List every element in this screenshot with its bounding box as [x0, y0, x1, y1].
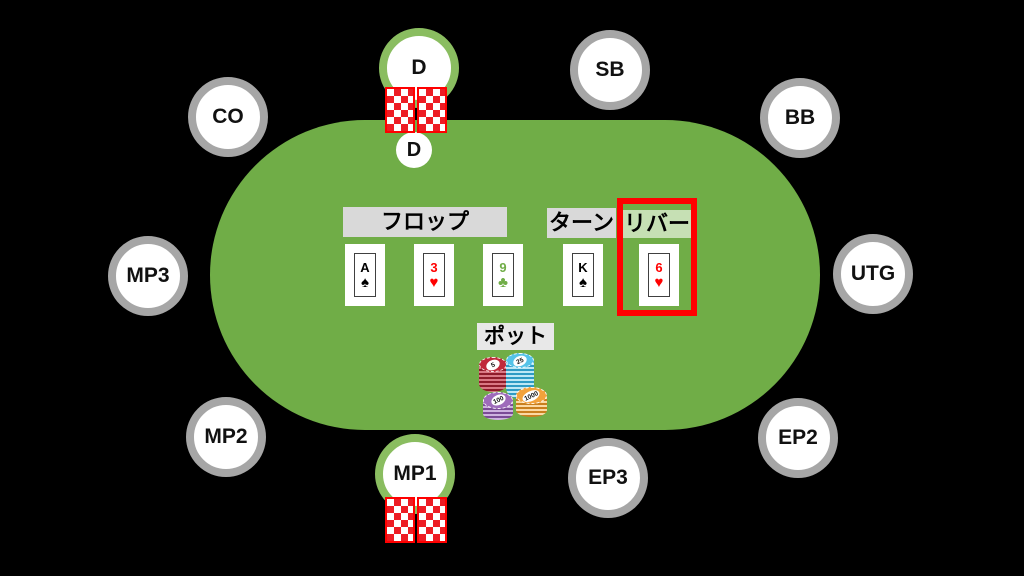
flop-card-3: 9 ♣ — [483, 244, 523, 306]
chip-value: 25 — [511, 353, 529, 369]
flop-card-2: 3 ♥ — [414, 244, 454, 306]
card-face: 3 ♥ — [423, 253, 445, 297]
card-rank: 9 — [499, 259, 507, 275]
river-card: 6 ♥ — [639, 244, 679, 306]
seat-dealer-label: D — [411, 56, 427, 79]
card-back-icon — [385, 87, 415, 133]
seat-ep2: EP2 — [758, 398, 838, 478]
chip-value: 100 — [489, 392, 507, 408]
seat-bb: BB — [760, 78, 840, 158]
dealer-button: D — [396, 132, 432, 168]
seat-utg-label: UTG — [850, 262, 896, 285]
flop-label: フロップ — [343, 207, 507, 237]
mp1-hole-cards — [385, 497, 447, 543]
seat-ep3: EP3 — [568, 438, 648, 518]
seat-mp2-label: MP2 — [204, 425, 248, 448]
card-face: A ♠ — [354, 253, 376, 297]
seat-co-label: CO — [212, 105, 244, 128]
card-rank: K — [578, 259, 588, 275]
card-back-icon — [417, 497, 447, 543]
card-face: 6 ♥ — [648, 253, 670, 297]
card-rank: 3 — [430, 259, 438, 275]
card-face: K ♠ — [572, 253, 594, 297]
heart-icon: ♥ — [429, 273, 439, 291]
pot-label: ポット — [477, 323, 554, 350]
turn-card: K ♠ — [563, 244, 603, 306]
river-label: リバー — [623, 210, 691, 238]
card-rank: 6 — [655, 259, 663, 275]
seat-bb-label: BB — [784, 106, 816, 129]
seat-sb-label: SB — [595, 58, 625, 81]
card-back-icon — [385, 497, 415, 543]
dealer-button-label: D — [406, 138, 422, 161]
seat-mp3: MP3 — [108, 236, 188, 316]
seat-mp3-label: MP3 — [126, 264, 170, 287]
heart-icon: ♥ — [654, 273, 664, 291]
spade-icon: ♠ — [579, 273, 587, 291]
chip-value: 1000 — [521, 387, 542, 404]
seat-sb: SB — [570, 30, 650, 110]
seat-mp2: MP2 — [186, 397, 266, 477]
seat-utg: UTG — [833, 234, 913, 314]
card-rank: A — [360, 259, 370, 275]
card-face: 9 ♣ — [492, 253, 514, 297]
spade-icon: ♠ — [361, 273, 369, 291]
club-icon: ♣ — [498, 273, 508, 291]
poker-chip-icon: 100 — [483, 392, 513, 409]
dealer-hole-cards — [385, 87, 447, 133]
poker-chip-icon: 1000 — [516, 387, 547, 405]
seat-ep2-label: EP2 — [778, 426, 818, 449]
chip-value: 5 — [484, 357, 502, 373]
seat-co: CO — [188, 77, 268, 157]
seat-ep3-label: EP3 — [588, 466, 628, 489]
turn-label: ターン — [547, 208, 616, 238]
seat-mp1-label: MP1 — [393, 462, 437, 485]
flop-card-1: A ♠ — [345, 244, 385, 306]
card-back-icon — [417, 87, 447, 133]
poker-chip-icon: 25 — [506, 353, 534, 369]
